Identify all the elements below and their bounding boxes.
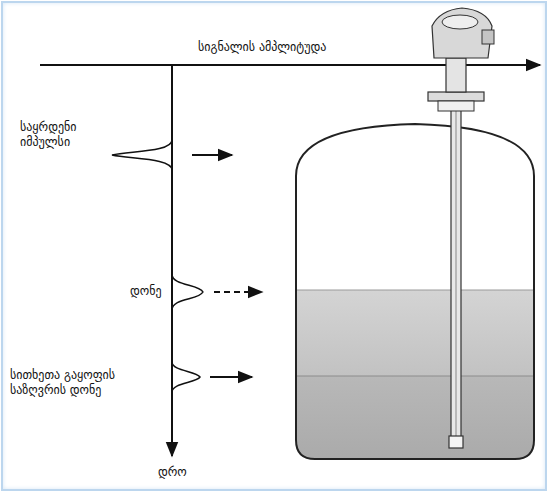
tank (296, 124, 534, 459)
interface-pulse (172, 362, 200, 392)
cable-gland (482, 30, 494, 44)
pointer-arrow (192, 154, 232, 156)
probe-rod (451, 100, 461, 438)
pointer-arrow (214, 291, 262, 293)
level-pulse (172, 274, 203, 310)
time-axis (171, 65, 173, 456)
housing-cover (442, 15, 478, 29)
probe-end (449, 436, 463, 448)
nozzle (438, 101, 474, 111)
pointer-arrow (210, 376, 252, 378)
pulse-label: საყრდენი იმპულსი (18, 120, 117, 150)
interface-line (296, 376, 534, 377)
axis-label: დრო (156, 465, 189, 480)
probe-core (456, 102, 457, 436)
lower-liquid (290, 376, 540, 466)
flange (428, 92, 484, 101)
liquid-surface (296, 290, 534, 291)
axis-label: სიგნალის ამპლიტუდა (196, 40, 328, 55)
pulse-label: დონე (128, 284, 164, 299)
transmitter-neck (446, 58, 466, 92)
reference-pulse (112, 140, 172, 170)
pulse-label: სითხეთა გაყოფის საზღვრის დონე (8, 368, 140, 398)
upper-liquid (290, 290, 540, 376)
